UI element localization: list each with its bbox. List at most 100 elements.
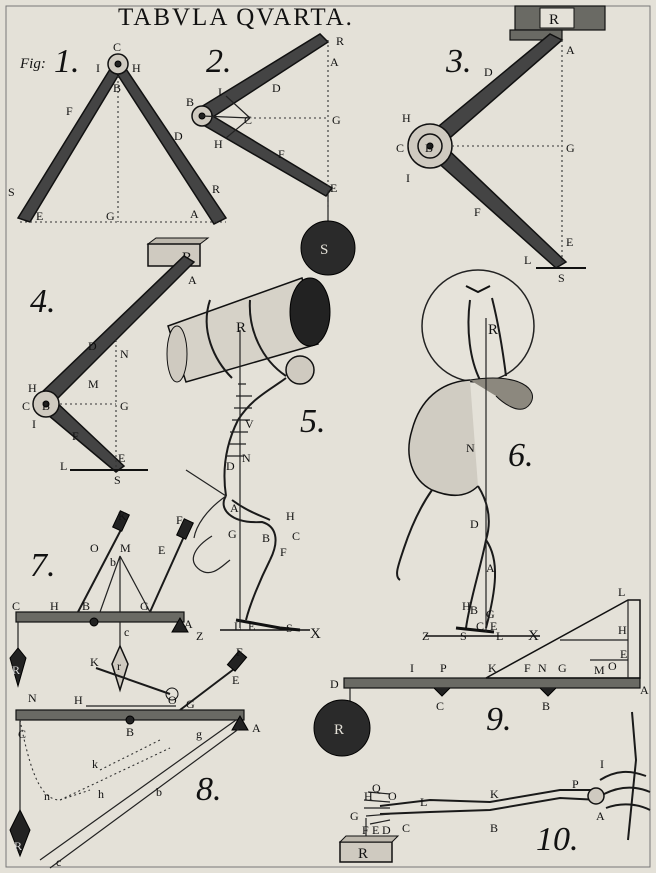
svg-text:B: B (113, 81, 121, 95)
svg-text:H: H (28, 381, 37, 395)
fig7-fulcrum (171, 616, 189, 633)
svg-text:G: G (566, 141, 575, 155)
svg-text:B: B (425, 141, 433, 155)
svg-text:E: E (620, 647, 627, 661)
svg-text:L: L (618, 585, 625, 599)
svg-text:V: V (245, 417, 254, 431)
svg-text:B: B (42, 399, 50, 413)
svg-text:S: S (460, 629, 467, 643)
svg-text:N: N (466, 441, 475, 455)
svg-text:P: P (572, 777, 579, 791)
figure-5: 5. R V N D A H G B C F L E S X (166, 277, 331, 642)
svg-text:H: H (286, 509, 295, 523)
figure-10: R 10. I P K Q H O L G F E D C B A (338, 711, 651, 863)
fig8-number: 8. (196, 771, 222, 808)
svg-text:B: B (126, 725, 134, 739)
svg-text:R: R (236, 320, 246, 336)
svg-text:G: G (558, 661, 567, 675)
svg-text:H: H (618, 623, 627, 637)
svg-text:C: C (12, 599, 20, 613)
svg-text:A: A (330, 55, 339, 69)
figure-7: 7. K O M b E F C H B G A c r Z R (9, 509, 203, 693)
fig9-weight-sphere (313, 699, 371, 757)
svg-text:D: D (470, 517, 479, 531)
svg-text:C: C (22, 399, 30, 413)
fig3-number: 3. (445, 43, 472, 80)
svg-text:C: C (244, 113, 252, 127)
svg-text:Z: Z (196, 629, 203, 643)
svg-text:C: C (476, 619, 484, 633)
fig9-lever-beam (343, 677, 641, 689)
plate-title: TABVLA QVARTA. (118, 4, 354, 31)
svg-text:A: A (566, 43, 575, 57)
svg-text:R: R (334, 722, 344, 738)
fig2-number: 2. (206, 43, 232, 80)
figure-3: 3. A D H C B G I F E L S (396, 29, 586, 285)
svg-text:M: M (120, 541, 131, 555)
svg-text:S: S (114, 473, 121, 487)
svg-text:R: R (488, 322, 498, 338)
svg-text:G: G (186, 697, 195, 711)
svg-text:L: L (234, 619, 241, 633)
figure-4: R 4. A D N M H C B G I F E L S (22, 237, 210, 487)
svg-text:E: E (372, 823, 379, 837)
svg-text:F: F (66, 104, 73, 118)
svg-text:E: E (232, 673, 239, 687)
svg-text:F: F (176, 513, 183, 527)
svg-text:D: D (484, 65, 493, 79)
svg-text:A: A (188, 273, 197, 287)
svg-text:L: L (420, 795, 427, 809)
svg-text:E: E (36, 209, 43, 223)
svg-text:S: S (320, 242, 328, 258)
fig4-number: 4. (30, 283, 56, 320)
svg-text:O: O (90, 541, 99, 555)
svg-text:G: G (486, 607, 495, 621)
svg-text:C: C (18, 727, 26, 741)
svg-text:b: b (110, 555, 116, 569)
svg-text:F: F (474, 205, 481, 219)
svg-text:B: B (490, 821, 498, 835)
fig7-weight (9, 647, 27, 688)
svg-text:B: B (542, 699, 550, 713)
svg-text:L: L (496, 629, 503, 643)
svg-text:S: S (286, 621, 293, 635)
svg-text:F: F (362, 823, 369, 837)
fig6-number: 6. (508, 437, 534, 474)
fig9-number: 9. (486, 701, 512, 738)
svg-text:C: C (436, 699, 444, 713)
fig6-sphere (421, 269, 535, 383)
svg-text:n: n (44, 789, 50, 803)
svg-text:E: E (118, 451, 125, 465)
svg-text:D: D (174, 129, 183, 143)
fig9-inclined-bar (485, 599, 641, 679)
svg-text:C: C (292, 529, 300, 543)
fig7-lever-beam (15, 611, 185, 623)
svg-text:K: K (490, 787, 499, 801)
svg-text:c: c (56, 855, 61, 869)
svg-text:F: F (72, 429, 79, 443)
svg-text:G: G (140, 599, 149, 613)
svg-text:S: S (8, 185, 15, 199)
svg-text:L: L (524, 253, 531, 267)
svg-text:O: O (388, 789, 397, 803)
fig5-skeleton (185, 299, 315, 632)
svg-text:E: E (330, 181, 337, 195)
svg-text:G: G (120, 399, 129, 413)
svg-text:M: M (594, 663, 605, 677)
svg-text:b: b (156, 785, 162, 799)
figure-2: 2. S R A B I D C G H F E (186, 33, 356, 276)
svg-text:H: H (402, 111, 411, 125)
svg-text:I: I (410, 661, 414, 675)
svg-text:E: E (490, 619, 497, 633)
fig1-left-arm (16, 65, 126, 223)
svg-text:K: K (488, 661, 497, 675)
fig1-right-arm (110, 65, 228, 225)
svg-text:B: B (470, 603, 478, 617)
svg-text:Q: Q (372, 781, 381, 795)
svg-text:B: B (262, 531, 270, 545)
svg-text:F: F (236, 645, 243, 659)
figure-6: 6. R N D A H B G C E Z S L X (396, 269, 540, 644)
svg-text:A: A (230, 501, 239, 515)
fig5-cylinder (166, 277, 331, 383)
